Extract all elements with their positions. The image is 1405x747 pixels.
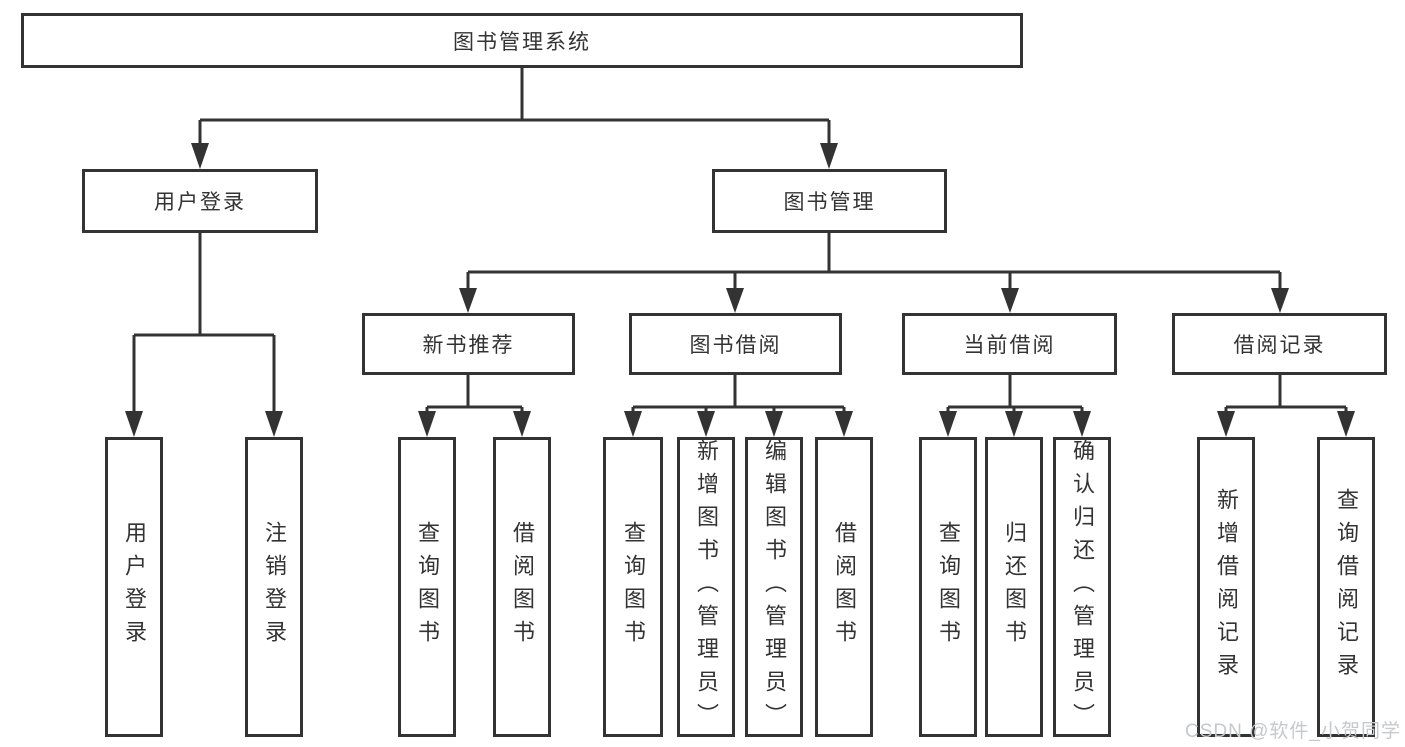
node-label: 图书借阅 xyxy=(689,334,782,357)
leaf-return-book: 归还图书 xyxy=(985,437,1043,737)
node-label: 借阅记录 xyxy=(1233,334,1326,357)
leaf-label: 编辑图书（管理员） xyxy=(762,438,787,736)
leaf-query-books-recommend: 查询图书 xyxy=(398,437,456,737)
leaf-label: 查询图书 xyxy=(936,521,961,653)
leaf-label: 借阅图书 xyxy=(510,521,535,653)
node-book-management-module: 图书管理 xyxy=(712,169,947,233)
leaf-add-book-admin: 新增图书（管理员） xyxy=(677,437,735,737)
node-new-book-recommend: 新书推荐 xyxy=(362,313,575,375)
csdn-watermark: CSDN @软件_小贺同学 xyxy=(1185,721,1401,742)
leaf-borrow-books-recommend: 借阅图书 xyxy=(493,437,551,737)
node-user-login-module: 用户登录 xyxy=(82,169,318,233)
leaf-confirm-return-admin: 确认归还（管理员） xyxy=(1053,437,1111,737)
leaf-label: 查询图书 xyxy=(415,521,440,653)
leaf-add-borrow-record: 新增借阅记录 xyxy=(1197,437,1255,737)
node-label: 新书推荐 xyxy=(422,334,515,357)
leaf-label: 确认归还（管理员） xyxy=(1070,438,1095,736)
leaf-logout: 注销登录 xyxy=(245,437,303,737)
node-book-borrowing: 图书借阅 xyxy=(629,313,842,375)
node-current-borrowing: 当前借阅 xyxy=(902,313,1117,375)
leaf-query-borrow-record: 查询借阅记录 xyxy=(1317,437,1375,737)
leaf-query-books-current: 查询图书 xyxy=(919,437,977,737)
leaf-label: 查询图书 xyxy=(621,521,646,653)
leaf-label: 新增借阅记录 xyxy=(1214,488,1239,686)
leaf-label: 借阅图书 xyxy=(832,521,857,653)
node-label: 当前借阅 xyxy=(963,334,1056,357)
connector-lines xyxy=(132,68,1348,418)
node-root-library-system: 图书管理系统 xyxy=(21,13,1023,68)
node-label: 图书管理 xyxy=(783,191,876,214)
leaf-label: 用户登录 xyxy=(122,521,147,653)
node-borrowing-records: 借阅记录 xyxy=(1172,313,1387,375)
arrowheads xyxy=(125,143,1355,437)
leaf-borrow-books: 借阅图书 xyxy=(815,437,873,737)
leaf-label: 查询借阅记录 xyxy=(1334,488,1359,686)
leaf-edit-book-admin: 编辑图书（管理员） xyxy=(745,437,803,737)
leaf-user-login: 用户登录 xyxy=(105,437,163,737)
leaf-label: 新增图书（管理员） xyxy=(694,438,719,736)
node-label: 图书管理系统 xyxy=(453,30,591,54)
leaf-label: 归还图书 xyxy=(1002,521,1027,653)
leaf-query-books-borrowing: 查询图书 xyxy=(603,437,663,737)
node-label: 用户登录 xyxy=(154,191,246,214)
leaf-label: 注销登录 xyxy=(262,521,287,653)
